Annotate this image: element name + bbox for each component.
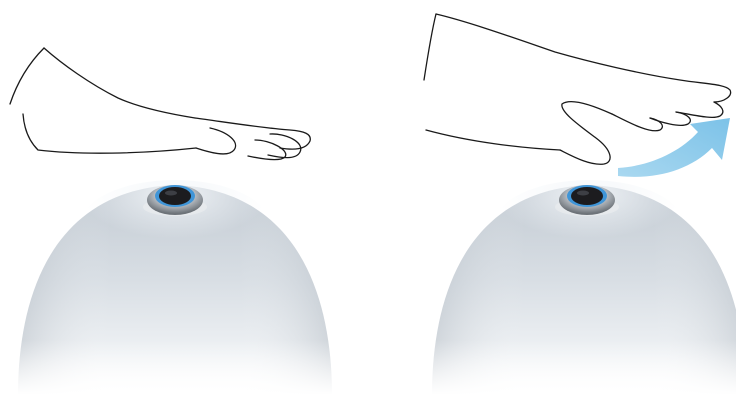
- left-panel: [0, 47, 350, 395]
- hand-icon: [423, 13, 732, 165]
- right-panel: [414, 13, 736, 395]
- hand-icon: [9, 47, 311, 161]
- dome-icon: [0, 180, 350, 395]
- sensor-button-icon: [555, 185, 619, 216]
- arrow-icon: [618, 118, 730, 177]
- dome-icon: [414, 180, 736, 395]
- sensor-button-icon: [143, 185, 207, 216]
